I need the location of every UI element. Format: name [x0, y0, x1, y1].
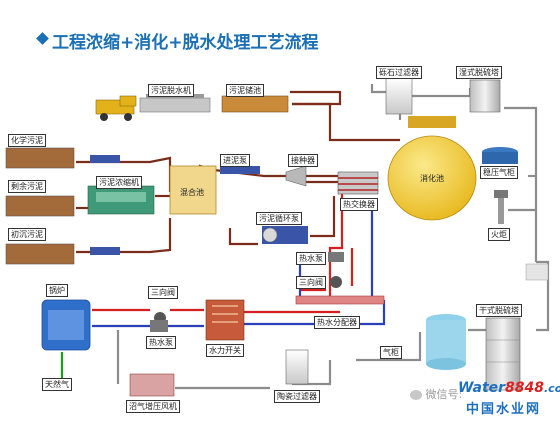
gas-pipe-ring [536, 260, 550, 332]
water-switch-equip [205, 299, 245, 341]
site-logo: Water8848.com [458, 380, 560, 396]
gas-pipe-to-boiler [356, 332, 422, 362]
label-hot-pump-1: 热水泵 [146, 336, 176, 349]
sludge-pipe-recirc-hx [310, 196, 336, 238]
three-way-valve-2 [330, 276, 342, 288]
label-three-way-2: 三向阀 [296, 276, 326, 289]
chem-sludge-tank [5, 147, 75, 169]
label-three-way-1: 三向阀 [148, 286, 178, 299]
label-water-switch: 水力开关 [206, 344, 244, 357]
label-wet-desulf: 湿式脱硫塔 [456, 66, 502, 79]
heat-exchanger [337, 171, 379, 195]
logo-number: 8848 [505, 380, 544, 396]
digester-tank [387, 116, 477, 221]
wet-desulf-tower [469, 79, 501, 113]
label-hot-pump-2: 热水泵 [296, 252, 326, 265]
label-feed-pump: 进泥泵 [220, 154, 250, 167]
pressure-gasholder [482, 147, 518, 164]
label-ceramic-filter: 陶瓷过滤器 [274, 390, 320, 403]
hot-dist-equip [295, 295, 385, 305]
primary-sludge-tank [5, 243, 75, 265]
label-hot-dist: 热水分配器 [314, 316, 360, 329]
dump-truck [95, 95, 137, 121]
mixing-tank [169, 165, 217, 215]
hot-pump-1-equip [150, 320, 168, 332]
label-dry-desulf: 干式脱硫塔 [476, 304, 522, 317]
flare-stack [494, 190, 508, 224]
gasholder-equip [426, 314, 466, 370]
sludge-storage-tank [221, 95, 289, 113]
feed-pump-equip [220, 166, 260, 174]
label-chem: 化学污泥 [8, 134, 46, 147]
label-digester: 消化池 [420, 174, 444, 183]
gas-blower-equip [129, 373, 175, 397]
gravel-filter-equip [385, 77, 413, 115]
pump-chem [90, 155, 120, 163]
label-gravel-filter: 砾石过滤器 [376, 66, 422, 79]
label-thickener: 污泥浓缩机 [96, 176, 142, 189]
label-gasholder-top: 稳压气柜 [480, 166, 518, 179]
wechat-icon [410, 390, 422, 400]
gas-pipe-gravel-wet [412, 88, 472, 98]
hot-pump-2-equip [328, 252, 344, 262]
label-natural-gas: 天然气 [42, 378, 72, 391]
label-residual: 剩余污泥 [8, 180, 46, 193]
sludge-pipe-storage [290, 90, 342, 106]
residual-sludge-tank [5, 195, 75, 217]
label-mixing: 混合池 [180, 188, 204, 197]
thickener-machine [87, 185, 155, 215]
boiler-equip [41, 299, 91, 351]
hot-pipe-dist-hx [328, 194, 344, 300]
label-gas-blower: 沼气增压风机 [126, 400, 180, 413]
sludge-pipe-storage-digester [292, 102, 400, 142]
logo-domain: .com [544, 382, 560, 395]
label-hx: 热交换器 [340, 198, 378, 211]
sludge-pipe-recirc [228, 228, 258, 246]
label-seeder: 接种器 [288, 154, 318, 167]
label-boiler: 锅炉 [46, 284, 68, 297]
label-primary: 初沉污泥 [8, 228, 46, 241]
label-dewater: 污泥脱水机 [148, 84, 194, 97]
site-name: 中国水业网 [466, 402, 542, 417]
label-gasholder: 气柜 [380, 346, 402, 359]
wechat-watermark: 微信号: [410, 386, 462, 402]
sludge-pipe-primary [76, 218, 172, 254]
label-flare: 火炬 [488, 228, 510, 241]
label-recirc-pump: 污泥循环泵 [256, 212, 302, 225]
label-storage: 污泥储池 [226, 84, 264, 97]
wechat-id: 微信号: [425, 388, 463, 401]
seeder-equip [285, 165, 307, 187]
diagram-title: 工程浓缩+消化+脱水处理工艺流程 [52, 33, 319, 53]
recirc-pump-equip [262, 226, 308, 244]
pump-primary [90, 247, 120, 255]
dry-desulf-equip [485, 317, 521, 391]
ceramic-filter-equip [285, 349, 309, 385]
logo-brand: Water [458, 380, 506, 396]
side-gauges [525, 263, 549, 281]
hot-water-pipes [92, 194, 354, 314]
